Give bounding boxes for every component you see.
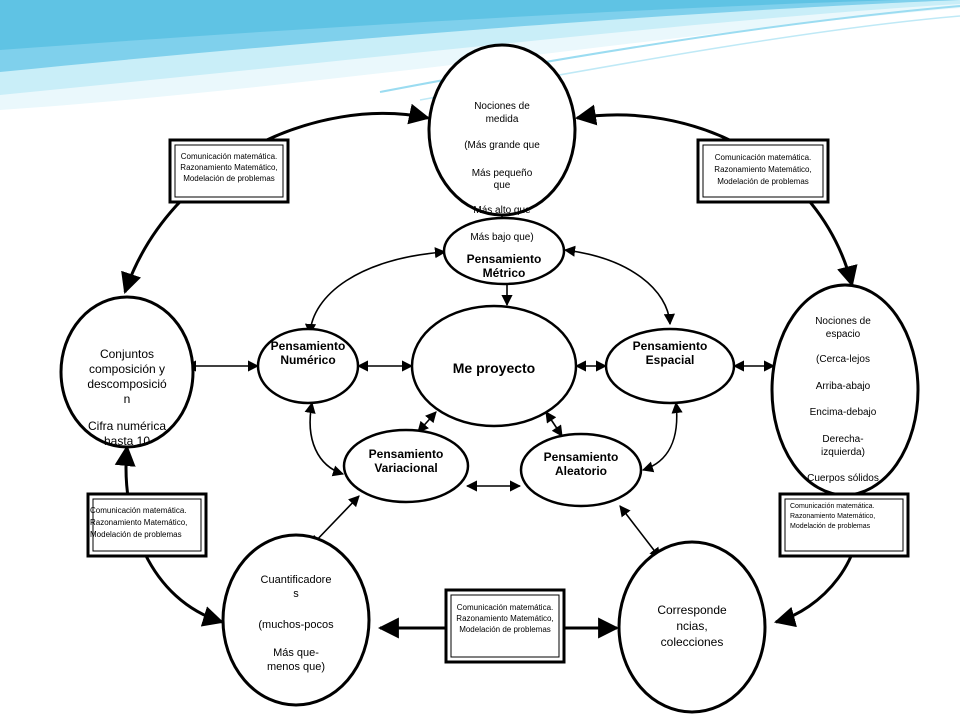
espacio-line-8: Cuerpos sólidos [807,473,879,484]
metrico-line-2: Métrico [483,266,526,280]
center-label: Me proyecto [453,360,535,376]
espacio-line-6: Derecha- [822,434,863,445]
arrow-center-aleatorio [545,411,563,437]
process-box-right: Comunicación matemática. Razonamiento Ma… [778,492,910,558]
process-box-line-3: Modelación de problemas [459,625,551,634]
aleatorio-line-2: Aleatorio [555,464,607,478]
node-aleatorio: Pensamiento Aleatorio [519,432,643,508]
process-box-line-1: Comunicación matemática. [90,506,186,515]
arrow-metrico-espacial [563,245,675,326]
node-center: Me proyecto [410,304,578,428]
espacio-line-1: Nociones de [815,316,871,327]
outer-circle-medida: Nociones de medida (Más grande que Más p… [427,43,577,217]
medida-line-4: Más pequeño [472,168,533,179]
medida-line-5: que [494,180,511,191]
numerico-line-1: Pensamiento [271,339,346,353]
correspondencias-line-2: ncias, [676,619,707,633]
medida-line-6: Más alto que [473,205,531,216]
medida-line-2: medida [486,114,519,125]
conjuntos-line-2: composición y [89,362,165,376]
conjuntos-line-1: Conjuntos [100,347,154,361]
node-metrico: Más bajo que) Pensamiento Métrico [442,216,566,286]
variacional-line-2: Variacional [374,461,437,475]
process-box-line-1: Comunicación matemática. [715,153,811,162]
aleatorio-line-1: Pensamiento [544,450,619,464]
arrow-variacional-cuantificadores [310,495,360,547]
medida-line-7: Más bajo que) [470,232,533,243]
espacio-line-2: espacio [826,329,861,340]
process-box-line-2: Razonamiento Matemático, [180,163,277,172]
metrico-line-1: Pensamiento [467,252,542,266]
variacional-line-1: Pensamiento [369,447,444,461]
process-box-line-1: Comunicación matemática. [790,503,874,510]
arrow-espacial-aleatorio [641,401,683,473]
arrow-metrico-numerico [304,247,447,336]
correspondencias-line-1: Corresponde [657,603,727,617]
cuantificadores-line-1: Cuantificadore [261,574,332,586]
conjuntos-line-6: hasta 10 [104,434,150,448]
node-espacial: Pensamiento Espacial [604,327,736,405]
correspondencias-line-3: colecciones [661,635,724,649]
espacial-line-1: Pensamiento [633,339,708,353]
process-box-line-2: Razonamiento Matemático, [90,518,187,527]
outer-circle-correspondencias: Corresponde ncias, colecciones [617,540,767,714]
conjuntos-line-3: descomposició [87,377,167,391]
espacio-line-4: Arriba-abajo [816,381,871,392]
conjuntos-line-5: Cifra numérica [88,419,166,433]
medida-line-1: Nociones de [474,101,530,112]
process-box-top-left: Comunicación matemática. Razonamiento Ma… [168,138,290,204]
node-numerico: Pensamiento Numérico [256,327,360,405]
cuantificadores-line-2: s [293,588,299,600]
outer-circle-conjuntos: Conjuntos composición y descomposició n … [59,295,195,449]
arrow-aleatorio-correspondencias [619,505,661,559]
process-box-left: Comunicación matemática. Razonamiento Ma… [86,492,208,558]
process-box-line-1: Comunicación matemática. [181,152,277,161]
process-box-line-3: Modelación de problemas [790,523,871,530]
espacial-line-2: Espacial [646,353,695,367]
inner-connectors [184,188,776,559]
arrow-numerico-variacional [304,401,345,477]
numerico-line-2: Numérico [280,353,335,367]
outer-circle-cuantificadores: Cuantificadore s (muchos-pocos Más que- … [221,533,371,707]
process-box-line-3: Modelación de problemas [183,174,275,183]
cuantificadores-line-4: Más que- [273,647,319,659]
process-box-line-2: Razonamiento Matemático, [456,614,553,623]
outer-circle-espacio: Nociones de espacio (Cerca-lejos Arriba-… [770,283,920,497]
process-box-line-2: Razonamiento Matemático, [714,165,811,174]
process-box-line-2: Razonamiento Matemático, [790,513,875,520]
process-box-line-3: Modelación de problemas [717,177,809,186]
conjuntos-line-4: n [124,392,131,406]
espacio-line-3: (Cerca-lejos [816,354,870,365]
process-box-bottom: Comunicación matemática. Razonamiento Ma… [444,588,566,664]
medida-line-3: (Más grande que [464,140,540,151]
process-box-top-right: Comunicación matemática. Razonamiento Ma… [696,138,830,204]
espacio-line-5: Encima-debajo [810,407,877,418]
espacio-line-7: izquierda) [821,447,865,458]
cuantificadores-line-3: (muchos-pocos [258,619,334,631]
cuantificadores-line-5: menos que) [267,661,325,673]
arrow-center-variacional [417,411,437,433]
node-variacional: Pensamiento Variacional [342,428,470,504]
process-box-line-1: Comunicación matemática. [457,603,553,612]
process-box-line-3: Modelación de problemas [90,530,182,539]
